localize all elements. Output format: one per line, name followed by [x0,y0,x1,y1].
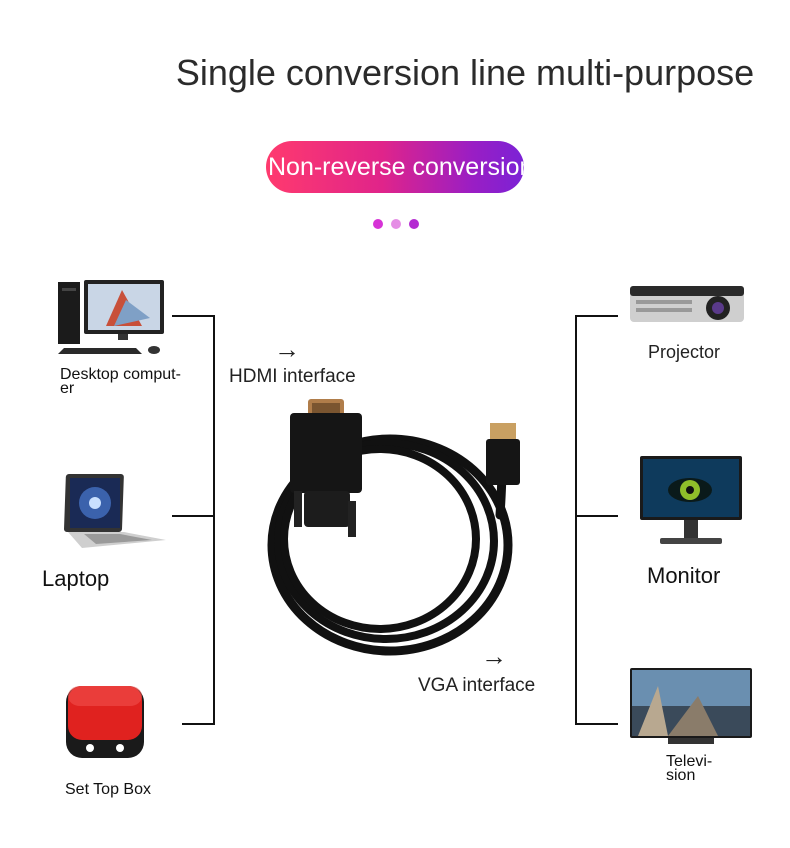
conversion-banner: Non-reverse conversion [266,141,524,193]
dot-1 [373,219,383,229]
set-top-box-icon [66,686,144,758]
bracket-right-bottom [575,723,618,725]
target-label-monitor: Monitor [647,563,721,588]
desktop-computer-icon [58,280,164,354]
source-label-desktop: Desktop comput- er [60,366,181,397]
hdmi-label: HDMI interface [229,366,356,387]
laptop-icon [64,474,166,548]
bracket-left-vertical [213,315,215,725]
dot-2 [391,219,401,229]
monitor-icon [640,456,742,544]
projector-icon [630,286,744,322]
vga-label: VGA interface [418,675,536,696]
bracket-left-mid [172,515,215,517]
cable-illustration [267,399,520,656]
hdmi-arrow-icon: → [274,334,300,364]
bracket-left-bottom [182,723,215,725]
bracket-right-top [575,315,618,317]
vga-arrow-icon: → [481,641,507,671]
dot-3 [409,219,419,229]
bracket-right-vertical [575,315,577,725]
source-label-set-top-box: Set Top Box [65,781,151,798]
target-label-television: Televi- sion [666,753,713,784]
source-label-laptop: Laptop [42,566,110,591]
target-label-projector: Projector [648,342,721,362]
bracket-right-mid [575,515,618,517]
bracket-left-top [172,315,215,317]
television-icon [630,668,752,744]
page-title: Single conversion line multi-purpose [175,52,755,93]
